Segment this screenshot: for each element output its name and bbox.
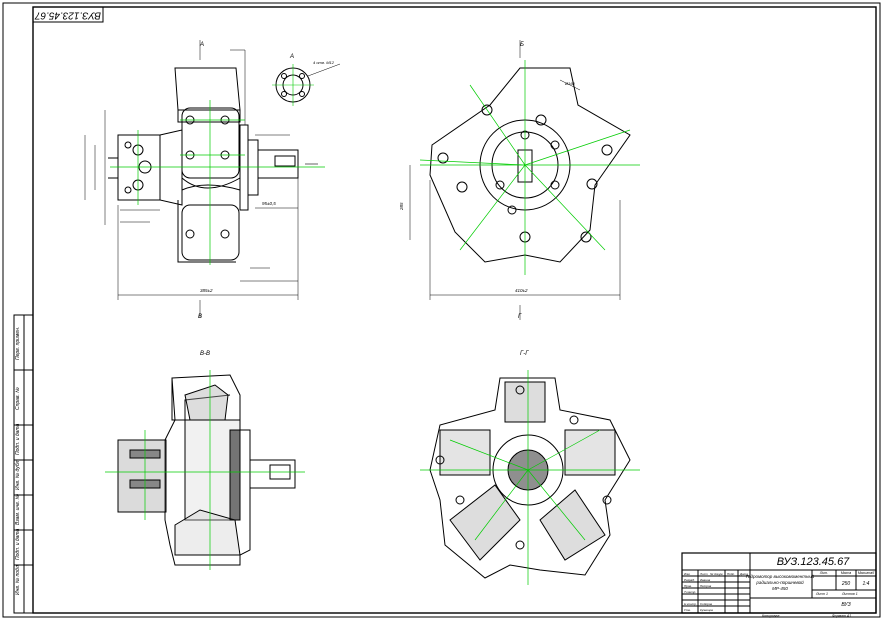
section-gg: Г-Г <box>429 351 631 579</box>
tb-row-name-2: Петров <box>700 584 712 588</box>
section-gg-centerlines <box>420 370 640 585</box>
tb-mass: 250 <box>841 581 851 587</box>
margin-field-5: Подп. и дата <box>15 423 21 455</box>
tb-format: Формат А1 <box>832 614 851 618</box>
tb-col-3: № докум. <box>710 572 723 576</box>
title-block <box>681 552 877 614</box>
tb-scale-head: Масштаб <box>858 571 875 575</box>
tb-row-role-2: Пров. <box>684 584 692 588</box>
front-view: Б 410±2 285 Ø160 <box>399 40 631 320</box>
tb-designation: ВУЗ.123.45.67 <box>777 556 850 568</box>
tb-row-name-4: Сидоров <box>700 602 712 606</box>
margin-field-3: Взам. инв. № <box>15 493 21 525</box>
rotated-stamp: ВУЗ.123.45.67 <box>32 6 104 23</box>
tb-col-1: Изм. <box>684 572 691 576</box>
front-view-centerlines <box>419 60 640 275</box>
side-view-marker: А <box>199 42 204 48</box>
tb-col-5: Дата <box>739 572 748 576</box>
section-gg-title: Г-Г <box>520 351 529 357</box>
view-a-title: А <box>289 54 294 60</box>
section-vv: В-В <box>117 351 296 566</box>
section-vv-centerlines <box>105 370 305 570</box>
margin-field-2: Подп. и дата <box>15 528 21 560</box>
view-a: А 4 отв. М12 <box>272 54 341 106</box>
tb-col-2: Лист <box>699 572 708 576</box>
section-vv-title: В-В <box>200 351 210 357</box>
tb-name-1: Гидромотор высокомоментный <box>746 573 815 579</box>
front-view-marker: Б <box>520 42 524 48</box>
tb-mass-head: Масса <box>841 571 851 575</box>
side-view-centerlines <box>110 100 325 265</box>
tb-row-role-1: Разраб. <box>684 578 695 582</box>
tb-letter-head: Лит. <box>819 571 828 575</box>
tb-col-4: Подп. <box>727 572 735 576</box>
tb-sheets: Листов 1 <box>841 592 858 596</box>
inner-frame <box>32 6 877 614</box>
tb-row-role-3: Т.контр. <box>684 590 696 594</box>
tb-scale: 1:4 <box>863 581 870 587</box>
tb-sheet: Лист 1 <box>815 592 828 596</box>
dim-overall-front: 410±2 <box>515 288 528 293</box>
dim-flange: Ø160 <box>564 81 576 86</box>
view-a-note: 4 отв. М12 <box>313 60 335 65</box>
side-view: А 385±2 95±0,5 <box>84 40 318 318</box>
tb-copied: Копировал <box>762 614 779 618</box>
rotated-stamp-text: ВУЗ.123.45.67 <box>35 9 101 20</box>
left-margin: Инв. № подл. Подп. и дата Взам. инв. № И… <box>13 314 34 614</box>
tb-name-2: радиально-поршневой <box>755 579 804 585</box>
marker-g: Г <box>518 314 522 320</box>
dim-shaft-len: 95±0,5 <box>262 201 276 206</box>
tb-org: ВУЗ <box>841 602 850 608</box>
dim-height-front: 285 <box>399 202 404 211</box>
margin-field-1: Инв. № подл. <box>15 564 21 595</box>
margin-field-7: Перв. примен. <box>15 327 21 360</box>
dim-overall-side: 385±2 <box>200 288 213 293</box>
tb-row-role-5: Утв. <box>684 608 691 612</box>
tb-name-3: МР-450 <box>772 586 788 591</box>
margin-field-6: Справ. № <box>15 387 21 410</box>
tb-row-role-4: Н.контр. <box>684 602 697 606</box>
marker-v: В <box>198 314 202 320</box>
tb-row-name-5: Кузнецов <box>700 608 713 612</box>
margin-field-4: Инв. № дубл. <box>15 459 21 490</box>
tb-row-name-1: Иванов <box>700 578 711 582</box>
